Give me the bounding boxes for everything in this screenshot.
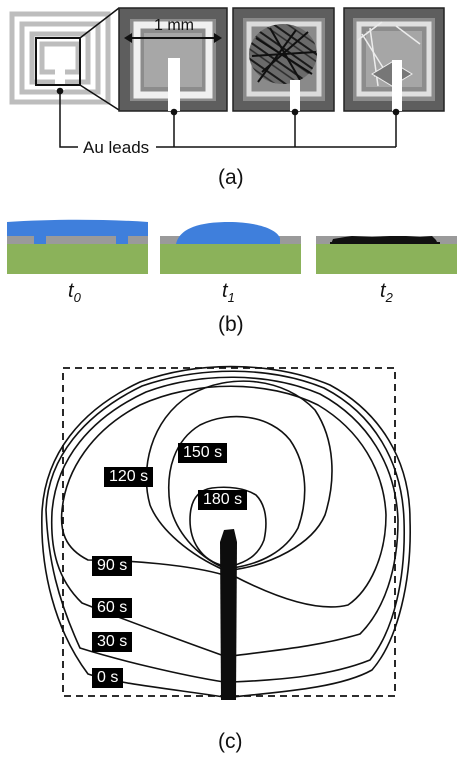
time-label-0s: 0 s [92,668,124,688]
scale-bar [124,33,222,43]
stage-t2-diagram [316,236,457,274]
time-label-120s: 120 s [104,467,154,487]
zoom-line-top [79,7,120,39]
photo-crystal-growth [232,7,335,112]
caption-a: (a) [218,166,244,189]
time-label-180s: 180 s [198,490,248,510]
stage-label-t1: t1 [222,280,235,305]
photo-after-evaporation [343,7,445,112]
stage-label-t0: t0 [68,280,81,305]
time-label-30s: 30 s [92,632,133,652]
stage-label-t0-sub: 0 [73,290,81,305]
contour-0s [41,365,411,698]
panel-a [9,7,445,148]
center-lead [220,529,237,700]
lead-junction-dots [56,87,400,116]
stage-label-t2-sub: 2 [385,290,393,305]
stage-label-t2-base: t [380,280,386,302]
stage-label-t1-base: t [222,280,228,302]
contour-90s [60,385,387,608]
contour-60s [50,376,399,657]
contour-120s [145,380,333,571]
zoom-line-bottom [79,84,120,111]
time-label-90s: 90 s [92,556,133,576]
caption-b: (b) [218,313,244,336]
stage-label-t1-sub: 1 [227,290,235,305]
panel-c [41,365,411,700]
panel-b [7,219,457,274]
contour-30s [45,370,406,683]
time-label-150s: 150 s [178,443,228,463]
scale-label: 1 mm [154,17,194,34]
stage-label-t2: t2 [380,280,393,305]
zoom-box [35,37,81,86]
time-label-60s: 60 s [92,598,133,618]
contour-150s [168,415,306,569]
photo-electrode-clean [118,7,228,112]
stage-label-t0-base: t [68,280,74,302]
evaporation-contours [41,365,411,698]
schematic-lead [55,54,65,90]
stage-t1-diagram [160,222,301,274]
contour-180s [189,486,267,567]
caption-c: (c) [218,730,243,753]
au-lead-connectors [59,90,397,148]
stage-t0-diagram [7,219,148,274]
au-leads-label: Au leads [80,138,153,158]
